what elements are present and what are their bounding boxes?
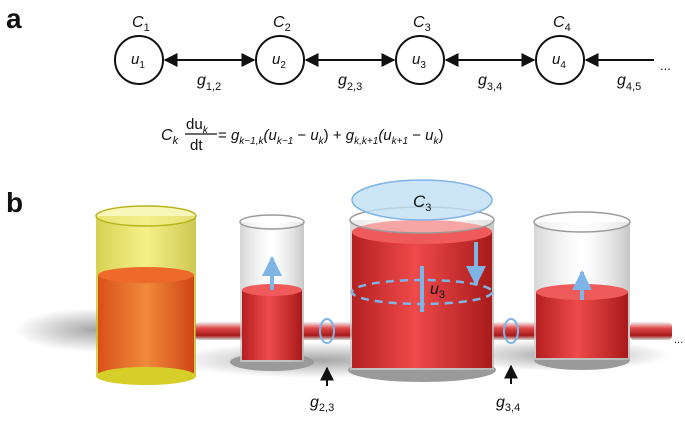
node-circle-4 [535,35,585,85]
chain-ellipsis: ... [660,58,671,73]
equation-rhs: = gk−1,k(uk−1 − uk) + gk,k+1(uk+1 − uk) [218,127,444,147]
link-label-4-5: g4,5 [617,72,641,93]
link-label-3-4: g3,4 [478,72,502,93]
level-label: u3 [430,281,445,301]
valve-label-3-4: g3,4 [496,394,520,414]
node-circle-2 [255,35,305,85]
pipe-ellipsis: ... [674,334,683,346]
container-3 [348,206,496,382]
pipe-3-4 [490,322,540,340]
pipe-4-out [630,322,672,340]
container-2 [230,214,314,371]
capacitance-label: C3 [413,192,431,214]
node-circle-3 [395,35,445,85]
container-4-fluid [536,292,628,358]
container-2-fluid [242,290,302,360]
node-var-2: u2 [272,51,286,71]
link-label-1-2: g1,2 [197,72,221,93]
pipe-1-2 [195,322,245,340]
valve-label-2-3: g2,3 [310,394,334,414]
valve-ring-2-3 [319,318,335,344]
node-var-3: u3 [412,51,426,71]
equation-numerator: duk [186,116,209,136]
capacitance-disc [351,179,493,221]
panel-b-label: b [6,187,23,218]
panel-a-label: a [6,3,22,34]
equation: Ck duk dt = gk−1,k(uk−1 − uk) + gk,k+1(u… [161,116,444,154]
node-var-1: u1 [131,51,145,71]
container-1-base [96,367,196,385]
container-1-rim [95,205,197,227]
node-cap-3: C3 [413,14,431,34]
link-label-2-3: g2,3 [338,72,362,93]
container-3-surface [352,220,492,244]
node-circle-1 [114,35,164,85]
container-1-surface [98,267,194,283]
node-var-4: u4 [552,51,566,71]
valve-ring-3-4 [503,318,519,344]
node-cap-1: C1 [132,14,150,34]
container-4 [533,211,631,370]
pipe-2-3 [300,322,360,340]
container-1 [95,205,197,385]
container-4-rim [533,211,631,233]
container-1-fluid [98,275,194,374]
equation-lhs-cap: Ck [161,127,179,147]
equation-denominator: dt [190,137,203,154]
node-cap-4: C4 [553,14,571,34]
container-2-rim [239,214,305,230]
node-cap-2: C2 [273,14,291,34]
